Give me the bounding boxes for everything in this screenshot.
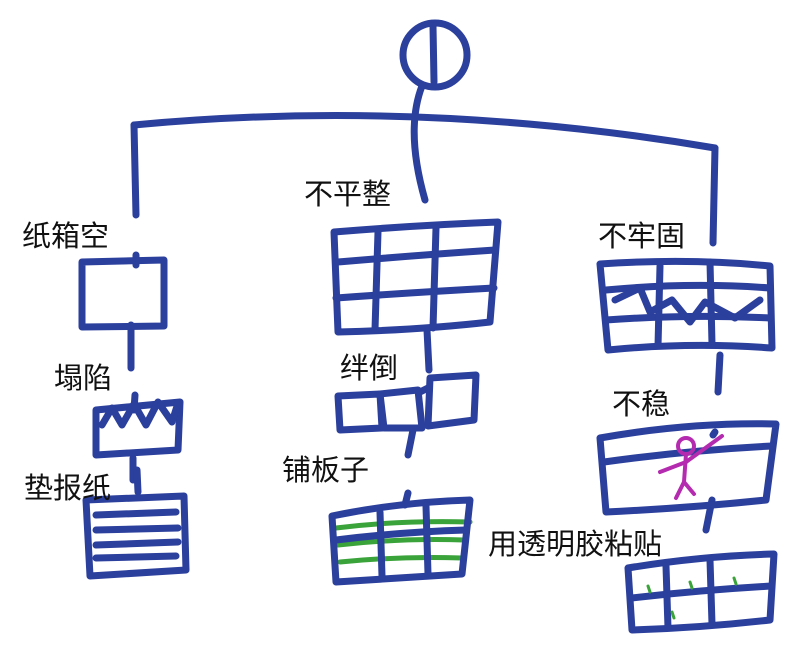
uneven-grid-icon [330, 218, 502, 336]
step-label-trip: 绊倒 [340, 351, 399, 385]
step-label-board: 铺板子 [282, 453, 370, 487]
problem-label-empty-box: 纸箱空 [22, 219, 110, 253]
tripping-blocks-icon [334, 371, 480, 434]
step-label-unstable: 不稳 [612, 387, 671, 421]
collapsed-box-icon [92, 398, 184, 459]
root-circle-icon [399, 19, 471, 91]
problem-label-not-sturdy: 不牢固 [598, 219, 686, 253]
connector-lines [127, 82, 724, 534]
newspaper-icon [82, 492, 190, 580]
empty-box-icon [78, 256, 168, 331]
step-label-collapse: 塌陷 [54, 361, 113, 395]
board-on-grass-icon [328, 496, 474, 586]
person-falling-icon [596, 420, 780, 516]
taped-grid-icon [624, 550, 778, 634]
step-label-tape: 用透明胶粘贴 [488, 527, 663, 561]
problem-label-uneven: 不平整 [304, 177, 392, 211]
cracked-grid-icon [596, 257, 776, 354]
step-label-newspaper: 垫报纸 [24, 471, 112, 505]
